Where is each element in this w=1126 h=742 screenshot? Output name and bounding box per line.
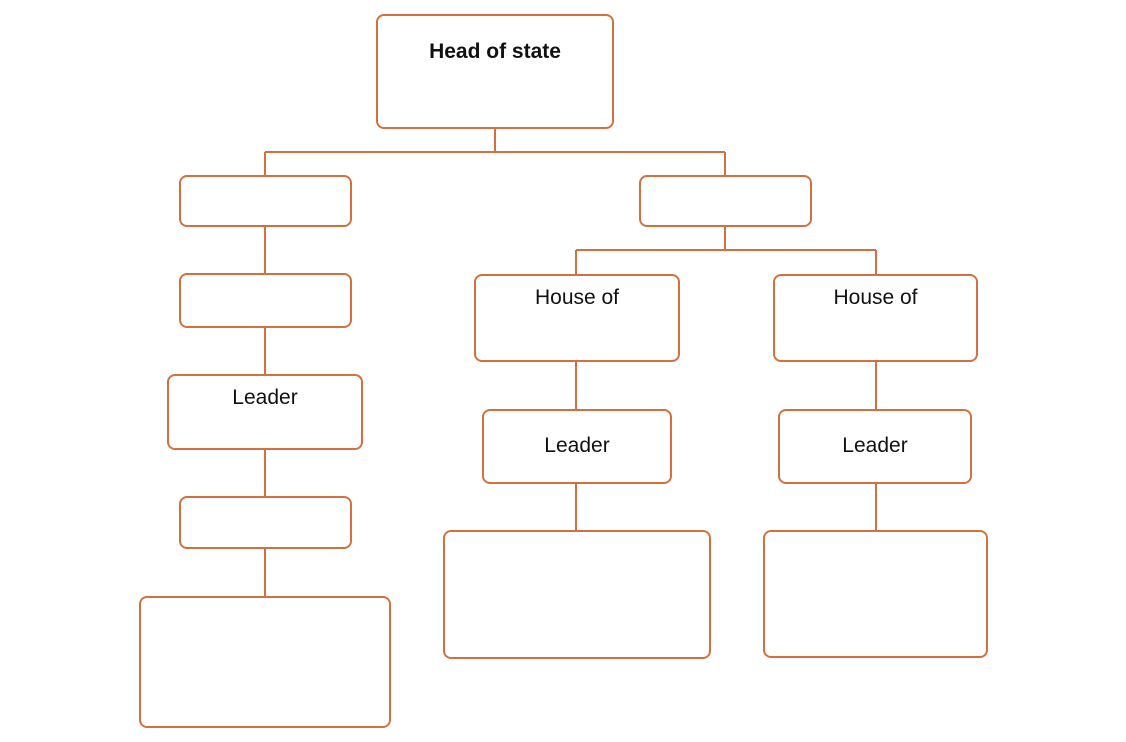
node-house-a: House of (474, 274, 680, 362)
node-left-level2-label (181, 275, 350, 285)
node-house-b-bottom (763, 530, 988, 658)
node-left-level4 (179, 496, 352, 549)
node-house-a-bottom (443, 530, 711, 659)
node-left-level4-label (181, 498, 350, 508)
node-house-b-leader: Leader (778, 409, 972, 484)
node-left-bottom (139, 596, 391, 728)
node-left-leader-label: Leader (232, 386, 298, 409)
node-house-a-leader-label: Leader (544, 434, 610, 457)
node-right-branch (639, 175, 812, 227)
node-left-branch (179, 175, 352, 227)
node-left-level2 (179, 273, 352, 328)
node-house-b: House of (773, 274, 978, 362)
node-left-branch-label (181, 177, 350, 187)
node-house-a-label: House of (534, 286, 620, 309)
node-head-of-state: Head of state (376, 14, 614, 129)
node-head-of-state-label: Head of state (429, 40, 561, 63)
node-house-a-leader: Leader (482, 409, 672, 484)
node-left-leader: Leader (167, 374, 363, 450)
node-house-b-leader-label: Leader (842, 434, 908, 457)
node-right-branch-label (641, 177, 810, 187)
node-left-bottom-label (141, 598, 389, 608)
node-house-a-bottom-label (445, 532, 709, 542)
node-house-b-bottom-label (765, 532, 986, 542)
node-house-b-label: House of (833, 286, 918, 309)
